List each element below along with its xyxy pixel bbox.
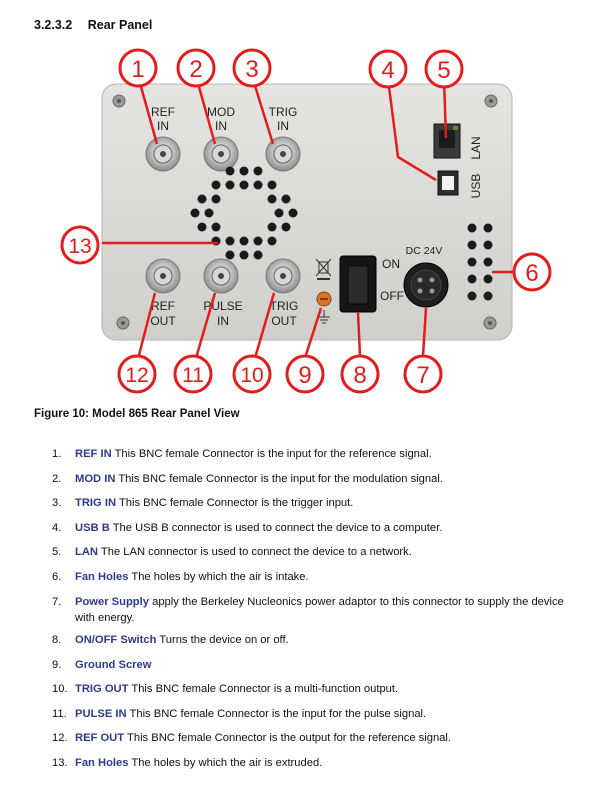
fan-exhaust-holes — [190, 166, 298, 260]
ground-symbol-icon — [318, 310, 330, 324]
mod-in-label-2: IN — [215, 119, 227, 133]
list-item: 5.LAN The LAN connector is used to conne… — [52, 546, 412, 559]
panel-screw-top-right — [484, 94, 498, 108]
trig-in-bnc-connector — [265, 136, 301, 172]
trig-out-label-2: OUT — [271, 314, 297, 328]
svg-text:10: 10 — [240, 364, 263, 387]
svg-text:1: 1 — [131, 56, 144, 83]
svg-text:11: 11 — [182, 364, 204, 387]
trig-out-bnc-connector — [265, 258, 301, 294]
svg-text:6: 6 — [525, 260, 538, 287]
pulse-in-label-2: IN — [217, 314, 229, 328]
callout-badge-2: 2 — [176, 48, 216, 88]
list-item: 3.TRIG IN This BNC female Connector is t… — [52, 497, 354, 510]
on-off-switch — [339, 255, 377, 313]
svg-text:7: 7 — [416, 362, 429, 389]
callout-badge-1: 1 — [118, 48, 158, 88]
usb-label: USB — [469, 174, 483, 199]
trig-in-label-2: IN — [277, 119, 289, 133]
power-supply-connector — [403, 262, 449, 308]
section-title: Rear Panel — [87, 18, 153, 32]
callout-badge-4: 4 — [368, 49, 408, 89]
lan-port — [433, 123, 461, 159]
switch-on-label: ON — [382, 257, 400, 271]
usb-b-port — [437, 170, 459, 196]
svg-text:8: 8 — [353, 362, 366, 389]
svg-text:5: 5 — [437, 57, 450, 84]
ref-out-bnc-connector — [145, 258, 181, 294]
section-heading: 3.2.3.2 Rear Panel — [34, 18, 152, 32]
ref-in-bnc-connector — [145, 136, 181, 172]
trig-out-label-1: TRIG — [270, 299, 299, 313]
callout-badge-13: 13 — [60, 225, 100, 265]
list-item: 8.ON/OFF Switch Turns the device on or o… — [52, 634, 289, 647]
section-number: 3.2.3.2 — [34, 18, 73, 32]
panel-screw-top-left — [112, 94, 126, 108]
figure-caption: Figure 10: Model 865 Rear Panel View — [34, 408, 240, 420]
callout-badge-3: 3 — [232, 48, 272, 88]
dc-24v-label: DC 24V — [406, 245, 443, 257]
callout-badge-12: 12 — [117, 354, 157, 394]
switch-off-label: OFF — [380, 289, 404, 303]
callout-badge-9: 9 — [285, 354, 325, 394]
list-item: 7.Power Supply apply the Berkeley Nucleo… — [52, 595, 564, 624]
svg-text:2: 2 — [189, 56, 202, 83]
panel-screw-bottom-left — [116, 316, 130, 330]
rear-panel-illustration: REF IN MOD IN TRIG IN REF OUT PULSE IN T… — [60, 48, 552, 394]
list-item: 11.PULSE IN This BNC female Connector is… — [52, 707, 427, 720]
mod-in-bnc-connector — [203, 136, 239, 172]
ref-out-label-1: REF — [151, 299, 175, 313]
svg-text:9: 9 — [298, 362, 311, 389]
list-item: 13.Fan Holes The holes by which the air … — [52, 757, 323, 770]
pulse-in-bnc-connector — [203, 258, 239, 294]
list-item: 1.REF IN This BNC female Connector is th… — [52, 448, 432, 460]
rear-panel-item-list: 1.REF IN This BNC female Connector is th… — [52, 446, 572, 780]
svg-text:3: 3 — [245, 56, 258, 83]
list-item: 9.Ground Screw — [52, 658, 152, 671]
ref-in-label-1: REF — [151, 105, 175, 119]
lan-label: LAN — [469, 136, 483, 159]
list-item: 12.REF OUT This BNC female Connector is … — [52, 732, 451, 745]
list-item: 4.USB B The USB B connector is used to c… — [52, 521, 443, 534]
callout-badge-5: 5 — [424, 49, 464, 89]
callout-badge-8: 8 — [340, 354, 380, 394]
weee-disposal-icon — [315, 258, 332, 280]
list-item: 2.MOD IN This BNC female Connector is th… — [52, 472, 443, 485]
panel-screw-bottom-right — [483, 316, 497, 330]
rear-panel-figure: REF IN MOD IN TRIG IN REF OUT PULSE IN T… — [30, 46, 590, 396]
callout-badge-11: 11 — [173, 354, 213, 394]
svg-text:4: 4 — [381, 57, 394, 84]
callout-badge-10: 10 — [232, 354, 272, 394]
list-item: 6.Fan Holes The holes by which the air i… — [52, 570, 309, 583]
ref-in-label-2: IN — [157, 119, 169, 133]
svg-text:12: 12 — [125, 364, 148, 387]
ref-out-label-2: OUT — [150, 314, 176, 328]
mod-in-label-1: MOD — [207, 105, 235, 119]
callout-badge-7: 7 — [403, 354, 443, 394]
list-item: 10.TRIG OUT This BNC female Connector is… — [52, 683, 399, 696]
svg-text:13: 13 — [68, 235, 91, 258]
fan-intake-holes — [467, 223, 493, 301]
callout-badge-6: 6 — [512, 252, 552, 292]
trig-in-label-1: TRIG — [269, 105, 298, 119]
callout-leader-lines — [102, 75, 514, 360]
ground-screw — [316, 291, 332, 307]
